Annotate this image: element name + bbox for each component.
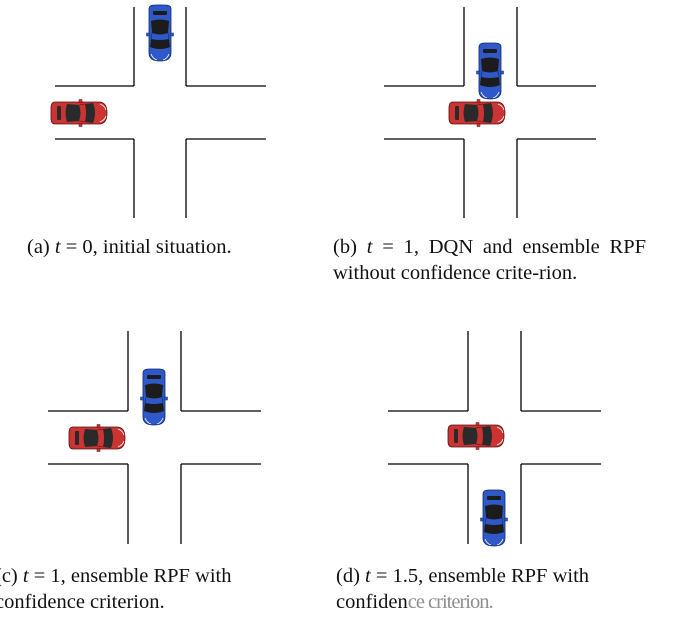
intersection-roads-b <box>384 7 596 218</box>
caption-text: , initial situation. <box>92 236 232 258</box>
blue-car <box>480 489 508 547</box>
caption-math-rest: = 1 <box>372 236 414 258</box>
caption-math-rest: = 1.5 <box>370 565 419 587</box>
red-car <box>447 422 505 450</box>
caption-math-rest: = 1 <box>28 565 61 587</box>
caption-c: (c) t = 1, ensemble RPF with confidence … <box>0 563 315 615</box>
caption-text: , ensemble RPF with confidence criterion… <box>0 565 232 613</box>
caption-math-var: t <box>22 565 29 587</box>
intersection-roads-c <box>48 331 261 544</box>
caption-a: (a) t = 0, initial situation. <box>27 234 327 260</box>
caption-text: , DQN and ensemble RPF without confidenc… <box>333 236 647 284</box>
intersection-roads-d <box>388 331 601 544</box>
caption-prefix: (a) <box>27 236 55 258</box>
caption-prefix: (c) <box>0 565 18 587</box>
caption-line2: confiden <box>336 591 408 613</box>
caption-d: (d) t = 1.5, ensemble RPF with confidenc… <box>336 563 666 615</box>
caption-math-var: t <box>365 565 371 587</box>
caption-text: , ensemble RPF with <box>418 565 590 587</box>
caption-prefix: (d) <box>336 565 366 587</box>
caption-b: (b) t = 1, DQN and ensemble RPF without … <box>333 234 646 286</box>
caption-math-rest: = 0 <box>60 236 93 258</box>
intersection-roads-a <box>55 7 266 218</box>
caption-math-var: t <box>366 236 373 258</box>
caption-math-var: t <box>54 236 61 258</box>
caption-prefix: (b) <box>333 236 367 258</box>
caption-line2-faded: ce criterion. <box>407 591 494 613</box>
